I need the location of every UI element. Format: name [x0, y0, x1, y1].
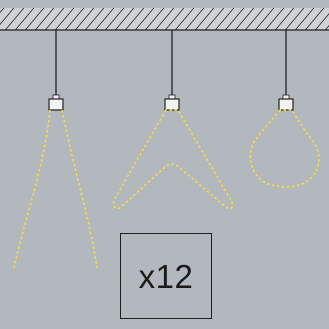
- pendant-teardrop: [249, 30, 320, 188]
- fixture-body: [278, 98, 294, 111]
- pendant-cone: [13, 30, 98, 269]
- led-trace: [112, 109, 234, 210]
- led-trace: [13, 109, 98, 269]
- pendant-v: [112, 30, 234, 210]
- quantity-box: x12: [120, 233, 212, 319]
- ceiling-hatch: [0, 8, 329, 30]
- fixture-body: [48, 98, 64, 111]
- quantity-label: x12: [138, 257, 194, 295]
- fixture-body: [164, 98, 180, 111]
